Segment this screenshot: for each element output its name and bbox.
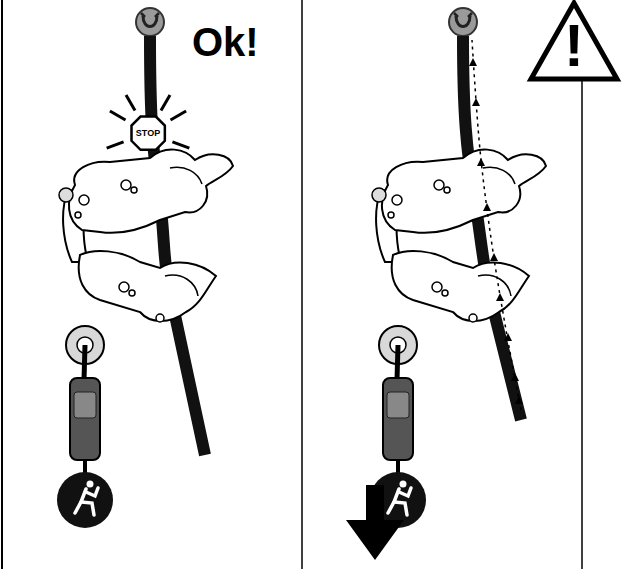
bolt: [392, 195, 402, 205]
alert-ray: [126, 95, 135, 111]
alert-ray: [107, 142, 124, 148]
cam-edge: [165, 275, 198, 296]
bolt: [79, 195, 89, 205]
user-icon: [57, 472, 113, 528]
slip-arrowhead: [477, 158, 485, 166]
anchor-ring: [449, 8, 477, 36]
slip-arrowhead: [511, 373, 519, 381]
anchor-eye: [141, 13, 159, 17]
connector-link: [83, 460, 87, 473]
user-figure: [388, 481, 411, 516]
anchor-eye: [143, 16, 157, 27]
bolt: [121, 180, 131, 190]
alert-ray: [110, 111, 126, 120]
bolt: [156, 314, 164, 322]
user-figure: [75, 481, 98, 516]
connector-link: [396, 460, 400, 473]
slip-arrowhead: [490, 253, 498, 261]
gate: [59, 188, 73, 202]
bolt: [119, 282, 129, 292]
stop-text: STOP: [136, 129, 160, 138]
gate: [372, 188, 386, 202]
connector: [383, 378, 413, 460]
rope-clamp-figure: [370, 8, 546, 528]
bolt: [469, 314, 477, 322]
slip-arrowhead: [504, 333, 512, 341]
panel-border: [1, 0, 3, 569]
bolt: [75, 212, 81, 218]
upper-cam: [69, 150, 233, 233]
bolt: [131, 187, 137, 193]
cam-edge: [478, 275, 511, 296]
rope: [463, 36, 521, 420]
bolt: [432, 282, 442, 292]
connector: [70, 378, 100, 460]
panel-border: [581, 80, 583, 569]
slip-arrowhead: [469, 58, 477, 66]
alert-ray: [171, 111, 187, 120]
alert-ray: [172, 142, 189, 148]
connector-sleeve: [387, 392, 409, 418]
bolt: [434, 180, 444, 190]
lower-cam: [392, 251, 529, 321]
triangle: [531, 3, 617, 79]
bolt: [129, 290, 135, 296]
down-arrow: [346, 485, 404, 560]
anchor-ring: [136, 8, 164, 36]
alert-ray: [161, 95, 170, 111]
octagon: [131, 116, 164, 149]
warning-mark: !: [564, 16, 584, 76]
connector-sleeve: [74, 392, 96, 418]
bolt: [442, 290, 448, 296]
connector-bar: [84, 345, 85, 380]
cam-edge: [170, 167, 202, 184]
warning-triangle: !: [528, 0, 620, 82]
bolt: [388, 212, 394, 218]
connector-bar: [397, 345, 398, 380]
anchor-eye: [454, 13, 472, 17]
cam-edge: [483, 167, 515, 184]
slip-arrowhead: [472, 98, 480, 106]
slip-arrowhead: [483, 203, 491, 211]
rope-clamp-figure: [57, 8, 233, 528]
rope: [150, 36, 205, 455]
slip-arrowhead: [515, 396, 523, 404]
upper-cam: [382, 150, 546, 233]
lower-cam: [79, 251, 216, 321]
slip-path: [472, 40, 521, 410]
slip-arrowhead: [496, 293, 504, 301]
bolt: [444, 187, 450, 193]
status-label: Ok!: [192, 22, 259, 62]
anchor-eye: [456, 16, 470, 27]
panel-border: [301, 0, 303, 569]
stop-sign: STOP: [130, 115, 166, 151]
